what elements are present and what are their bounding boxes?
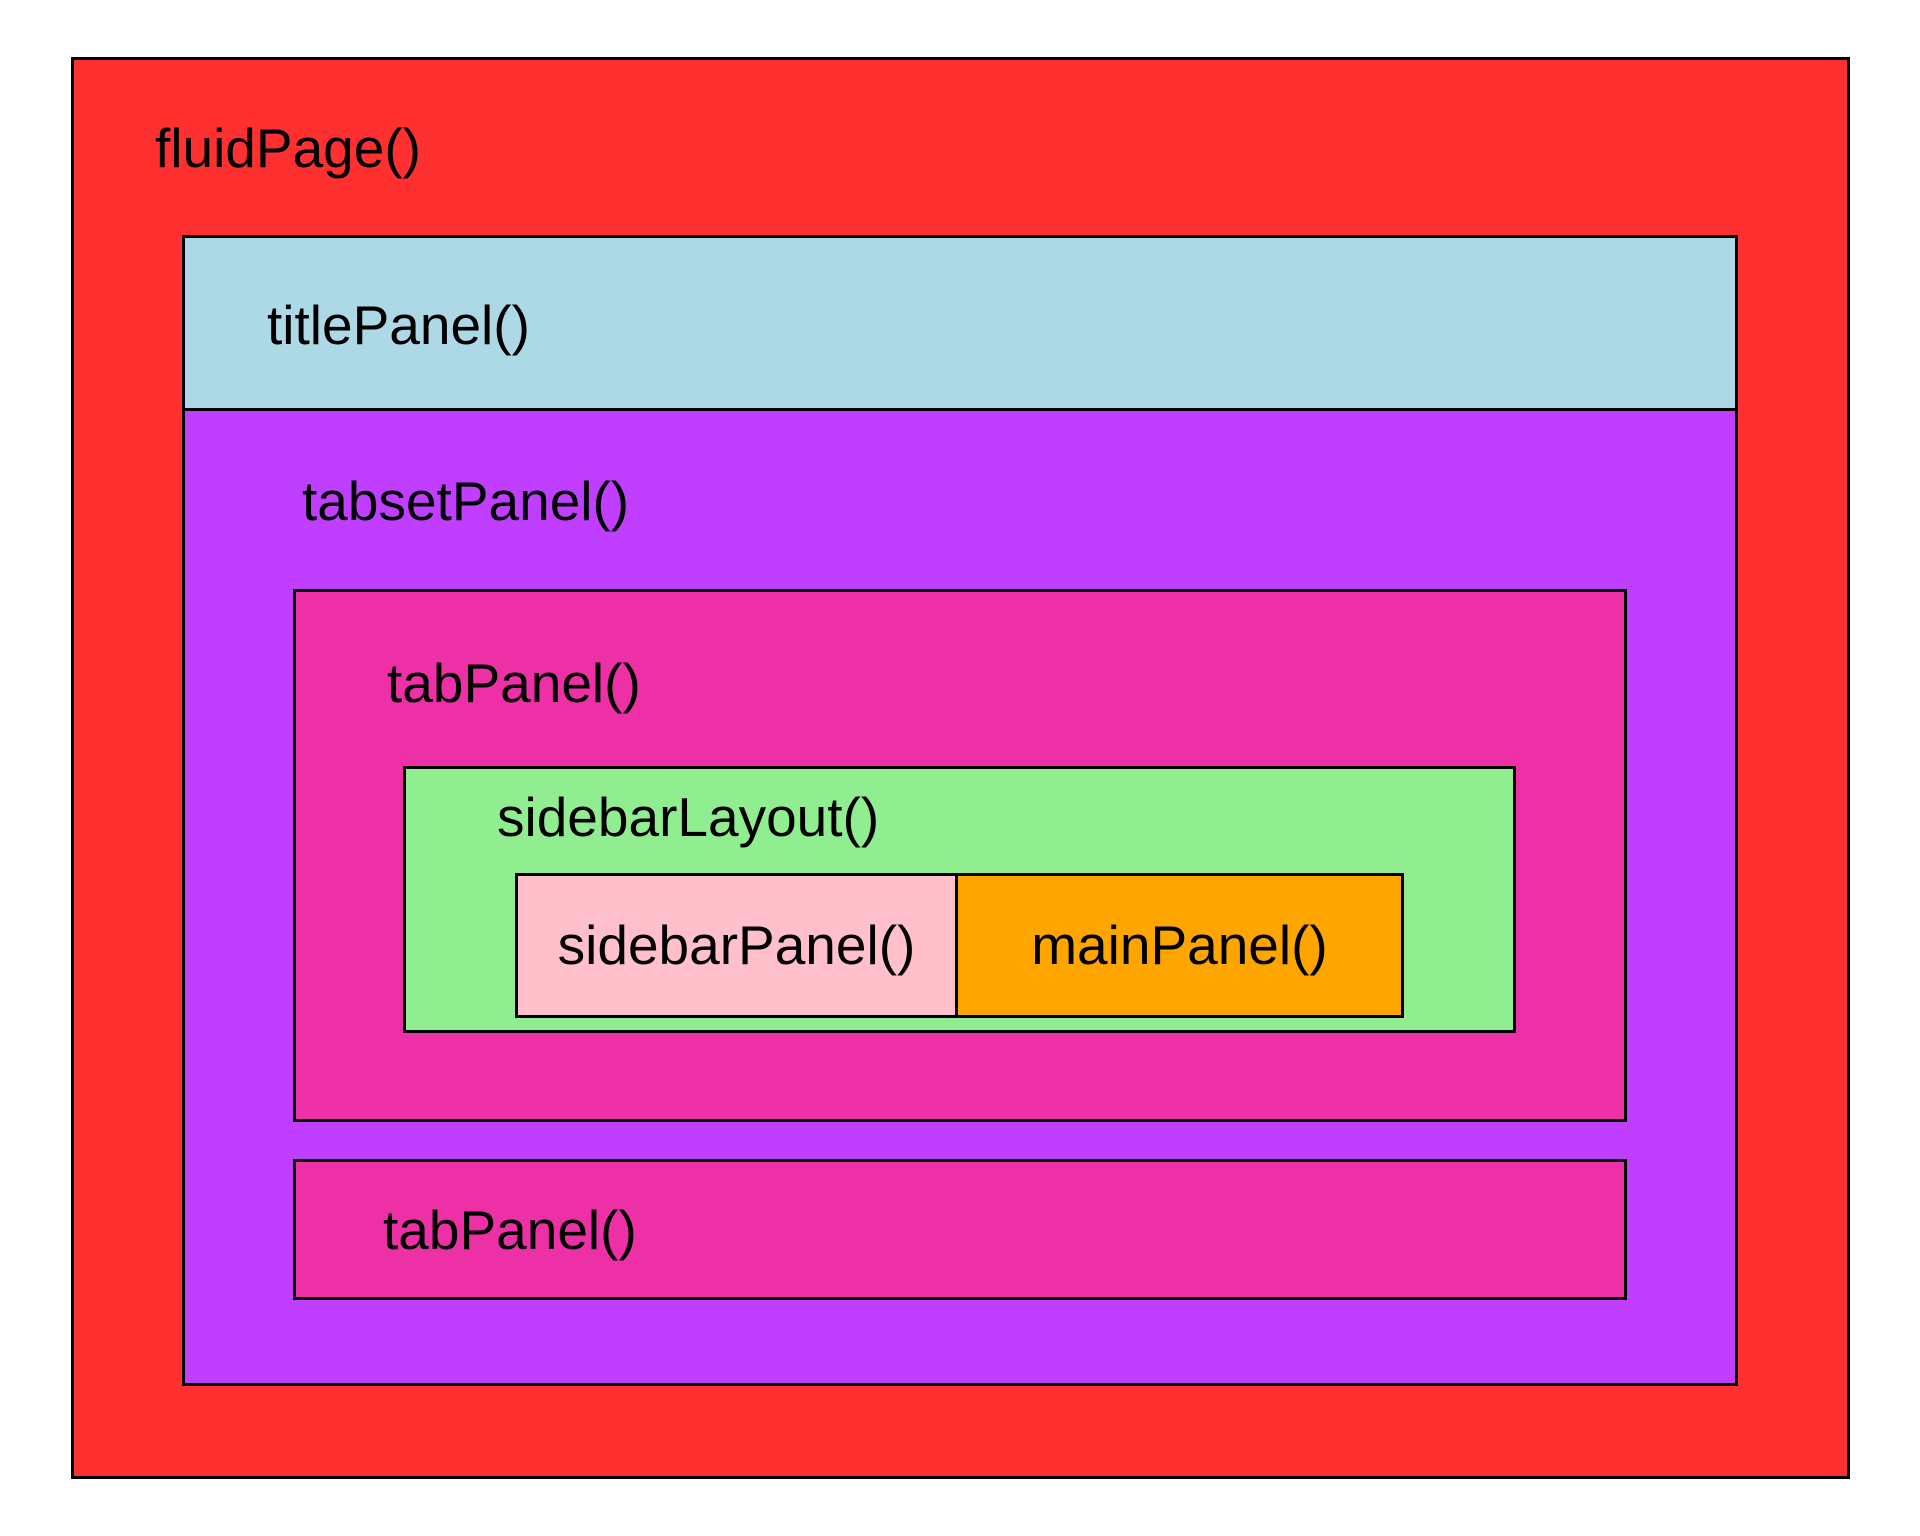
mainpanel-box: mainPanel() (955, 873, 1404, 1018)
sidebarlayout-box: sidebarLayout() sidebarPanel() mainPanel… (403, 766, 1516, 1033)
mainpanel-label: mainPanel() (1031, 914, 1328, 976)
titlepanel-label: titlePanel() (267, 294, 530, 356)
sidebarpanel-label: sidebarPanel() (557, 914, 916, 976)
fluidpage-label: fluidPage() (155, 117, 421, 179)
tabpanel-bottom-label: tabPanel() (383, 1199, 637, 1261)
tabsetpanel-box: tabsetPanel() tabPanel() sidebarLayout()… (182, 408, 1738, 1386)
tabpanel-top-box: tabPanel() sidebarLayout() sidebarPanel(… (293, 589, 1627, 1122)
fluidpage-box: fluidPage() titlePanel() tabsetPanel() t… (71, 57, 1850, 1479)
tabsetpanel-label: tabsetPanel() (302, 470, 630, 532)
tabpanel-bottom-box: tabPanel() (293, 1159, 1627, 1300)
tabpanel-top-label: tabPanel() (387, 652, 641, 714)
titlepanel-box: titlePanel() (182, 235, 1738, 411)
sidebarlayout-label: sidebarLayout() (497, 786, 880, 848)
sidebarpanel-box: sidebarPanel() (515, 873, 958, 1018)
